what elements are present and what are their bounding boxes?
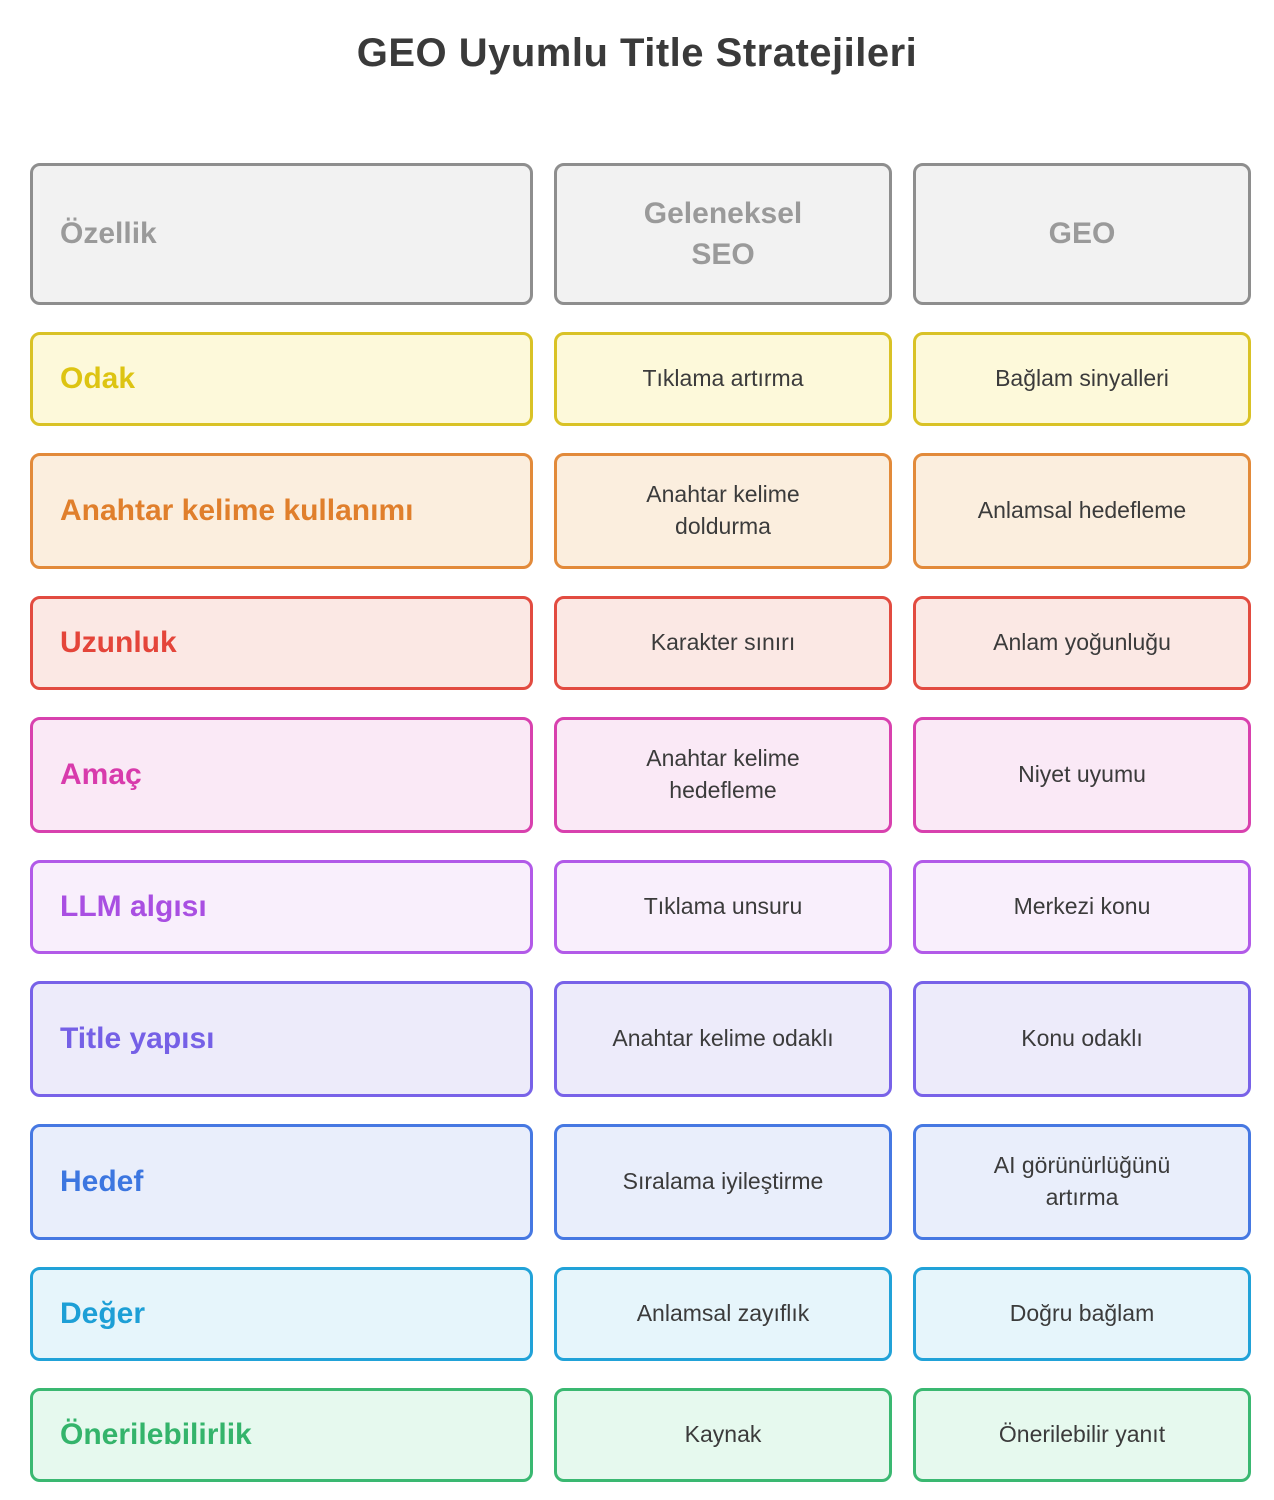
row-4-feature: LLM algısı xyxy=(30,860,533,954)
row-5-geo-cell: Konu odaklı xyxy=(913,981,1251,1097)
row-6-feature: Hedef xyxy=(30,1124,533,1240)
row-3-geo-cell: Niyet uyumu xyxy=(913,717,1251,833)
row-8-geo-cell-label: Önerilebilir yanıt xyxy=(998,1421,1166,1448)
row-6-geo-cell: AI görünürlüğünü artırma xyxy=(913,1124,1251,1240)
row-0-traditional-cell: Tıklama artırma xyxy=(554,332,892,426)
row-5-traditional-cell: Anahtar kelime odaklı xyxy=(554,981,892,1097)
row-8-feature: Önerilebilirlik xyxy=(30,1388,533,1482)
header-geo: GEO xyxy=(913,163,1251,305)
page-title: GEO Uyumlu Title Stratejileri xyxy=(356,31,918,75)
row-4-traditional-cell-label: Tıklama unsuru xyxy=(643,893,803,920)
row-2-geo-cell-label: Anlam yoğunluğu xyxy=(993,629,1171,656)
row-6-traditional-cell-label: Sıralama iyileştirme xyxy=(622,1168,824,1195)
row-8-feature-label: Önerilebilirlik xyxy=(60,1418,252,1451)
row-7-geo-cell-label: Doğru bağlam xyxy=(1009,1300,1155,1327)
row-4-geo-cell-label: Merkezi konu xyxy=(1013,893,1151,920)
row-7-feature: Değer xyxy=(30,1267,533,1361)
row-0-geo-cell: Bağlam sinyalleri xyxy=(913,332,1251,426)
row-5-geo-cell-label: Konu odaklı xyxy=(1021,1025,1143,1052)
header-feature: Özellik xyxy=(30,163,533,305)
row-8-geo-cell: Önerilebilir yanıt xyxy=(913,1388,1251,1482)
row-1-traditional-cell: Anahtar kelime doldurma xyxy=(554,453,892,569)
header-feature-label: Özellik xyxy=(60,217,157,250)
row-2-geo-cell: Anlam yoğunluğu xyxy=(913,596,1251,690)
row-7-traditional-cell-label: Anlamsal zayıflık xyxy=(636,1300,810,1327)
row-1-feature: Anahtar kelime kullanımı xyxy=(30,453,533,569)
row-3-feature: Amaç xyxy=(30,717,533,833)
row-3-geo-cell-label: Niyet uyumu xyxy=(1018,761,1146,788)
row-4-geo-cell: Merkezi konu xyxy=(913,860,1251,954)
row-0-geo-cell-label: Bağlam sinyalleri xyxy=(995,365,1169,392)
row-6-feature-label: Hedef xyxy=(60,1165,144,1198)
header-traditional-seo-label: Geleneksel SEO xyxy=(643,196,803,271)
row-8-traditional-cell: Kaynak xyxy=(554,1388,892,1482)
row-7-geo-cell: Doğru bağlam xyxy=(913,1267,1251,1361)
row-3-feature-label: Amaç xyxy=(60,758,142,791)
header-traditional-seo: Geleneksel SEO xyxy=(554,163,892,305)
row-0-traditional-cell-label: Tıklama artırma xyxy=(642,365,804,392)
row-2-traditional-cell: Karakter sınırı xyxy=(554,596,892,690)
row-5-traditional-cell-label: Anahtar kelime odaklı xyxy=(612,1025,834,1052)
row-8-traditional-cell-label: Kaynak xyxy=(684,1421,762,1448)
row-6-traditional-cell: Sıralama iyileştirme xyxy=(554,1124,892,1240)
row-3-traditional-cell: Anahtar kelime hedefleme xyxy=(554,717,892,833)
row-4-feature-label: LLM algısı xyxy=(60,890,207,923)
row-0-feature-label: Odak xyxy=(60,362,136,395)
row-1-geo-cell: Anlamsal hedefleme xyxy=(913,453,1251,569)
header-geo-label: GEO xyxy=(1048,217,1116,251)
row-4-traditional-cell: Tıklama unsuru xyxy=(554,860,892,954)
row-3-traditional-cell-label: Anahtar kelime hedefleme xyxy=(646,745,800,803)
row-2-traditional-cell-label: Karakter sınırı xyxy=(650,629,796,656)
comparison-table: Özellik Geleneksel SEO GEO Odak Tıklama a… xyxy=(30,163,1251,1482)
row-5-feature-label: Title yapısı xyxy=(60,1022,215,1055)
row-1-geo-cell-label: Anlamsal hedefleme xyxy=(977,497,1187,524)
row-2-feature-label: Uzunluk xyxy=(60,626,177,659)
row-0-feature: Odak xyxy=(30,332,533,426)
row-2-feature: Uzunluk xyxy=(30,596,533,690)
row-7-feature-label: Değer xyxy=(60,1297,146,1330)
row-7-traditional-cell: Anlamsal zayıflık xyxy=(554,1267,892,1361)
row-5-feature: Title yapısı xyxy=(30,981,533,1097)
row-1-feature-label: Anahtar kelime kullanımı xyxy=(60,494,414,527)
row-6-geo-cell-label: AI görünürlüğünü artırma xyxy=(993,1152,1171,1210)
row-1-traditional-cell-label: Anahtar kelime doldurma xyxy=(646,481,800,539)
